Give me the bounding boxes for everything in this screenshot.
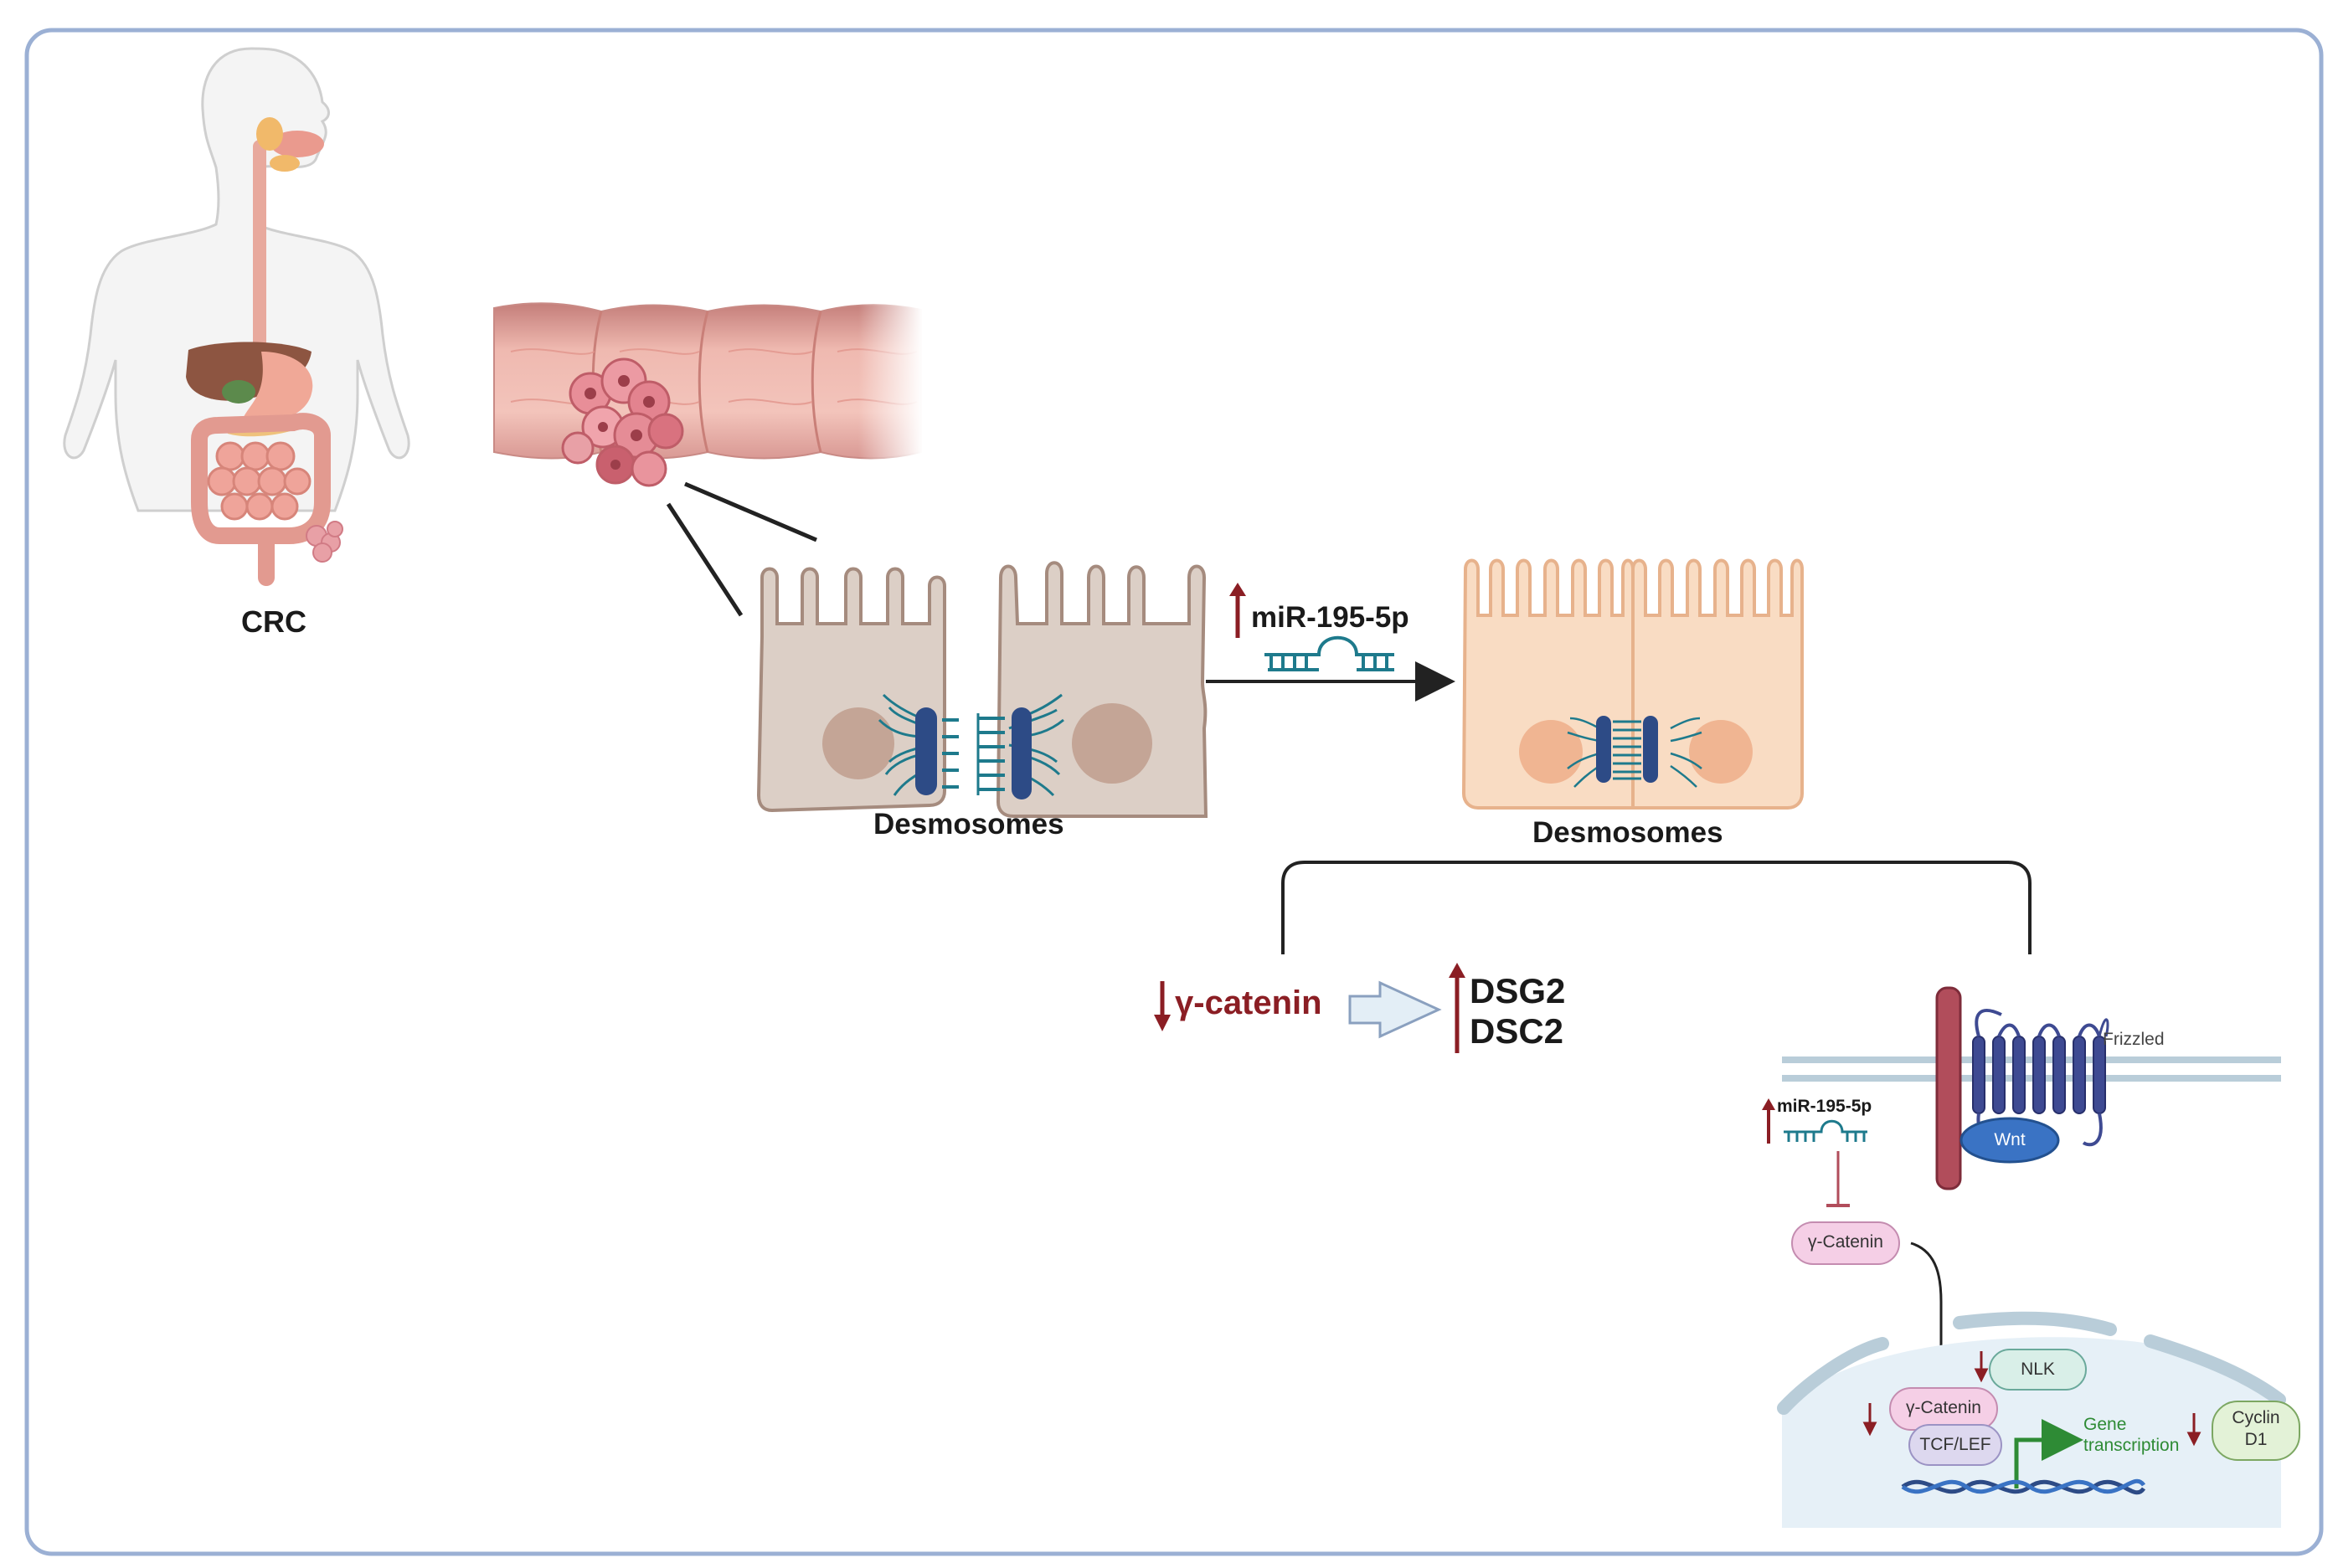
gamma-catenin-pill-shape bbox=[1791, 1221, 1900, 1265]
cyclin-label-line1: Cyclin bbox=[2232, 1408, 2280, 1427]
ldl-receptor-bar bbox=[1935, 986, 1962, 1190]
gene-transcription-arrow bbox=[2014, 1419, 2083, 1488]
nuclear-envelope-1 bbox=[1777, 1337, 1889, 1415]
desmosome-plaque-right bbox=[1012, 707, 1032, 799]
desmosomes-label-left: Desmosomes bbox=[873, 808, 1064, 841]
wnt-oval bbox=[1959, 1117, 2060, 1164]
desmosome-plaque-left bbox=[915, 707, 937, 795]
gamma-catenin-nucleus-label: γ-Catenin bbox=[1906, 1398, 1981, 1417]
gamma-catenin-label: γ-catenin bbox=[1175, 984, 1322, 1021]
gene-label-line2: transcription bbox=[2083, 1436, 2180, 1455]
gene-label-line1: Gene bbox=[2083, 1415, 2127, 1434]
tumor-cluster-illustration bbox=[561, 357, 684, 487]
crc-cells-illustration bbox=[756, 561, 1208, 818]
nlk-label: NLK bbox=[2021, 1360, 2055, 1379]
wnt-pathway-illustration bbox=[1762, 986, 2300, 1528]
cadherin-bridges-left bbox=[942, 717, 1005, 791]
nlk-shape bbox=[1989, 1349, 2087, 1391]
human-body-illustration bbox=[63, 47, 410, 586]
nuclear-envelope-2 bbox=[1953, 1311, 2117, 1336]
membrane-lower bbox=[1782, 1075, 2281, 1082]
wnt-label: Wnt bbox=[1994, 1130, 2026, 1149]
mirna-icon-main bbox=[1264, 635, 1394, 671]
membrane-upper bbox=[1782, 1056, 2281, 1063]
bracket-connector bbox=[1281, 861, 2032, 954]
crc-label: CRC bbox=[241, 604, 306, 639]
colon-segment-illustration bbox=[493, 297, 923, 487]
hollow-arrow bbox=[1348, 980, 1442, 1039]
cyclin-label-line2: D1 bbox=[2244, 1430, 2268, 1449]
dsg2-label: DSG2 bbox=[1470, 971, 1566, 1010]
translocation-arrow bbox=[1910, 1242, 1956, 1378]
tcf-lef-label: TCF/LEF bbox=[1919, 1435, 1991, 1454]
dsc2-label: DSC2 bbox=[1470, 1011, 1564, 1051]
frizzled-label: Frizzled bbox=[2103, 1030, 2165, 1049]
figure-frame bbox=[24, 28, 2324, 1556]
desmosomes-label-right: Desmosomes bbox=[1532, 816, 1723, 849]
frizzled-receptor bbox=[1972, 1036, 2106, 1114]
mir-label-small: miR-195-5p bbox=[1777, 1097, 1872, 1116]
dna-helix bbox=[1901, 1478, 2146, 1495]
normal-cells-illustration bbox=[1461, 558, 1804, 810]
cyclin-shape bbox=[2212, 1401, 2300, 1461]
mirna-icon-small bbox=[1784, 1119, 1867, 1142]
mir-label-main: miR-195-5p bbox=[1251, 601, 1409, 634]
nucleus-area bbox=[1782, 1337, 2281, 1528]
zoom-line-upper bbox=[684, 481, 817, 542]
nuclear-envelope-3 bbox=[2144, 1334, 2286, 1406]
gamma-catenin-pill-label: γ-Catenin bbox=[1808, 1232, 1883, 1252]
zoom-line-lower bbox=[666, 502, 744, 617]
tcf-lef-shape bbox=[1908, 1424, 2002, 1466]
desmosome-plaque-right-2 bbox=[1643, 716, 1658, 783]
desmosome-plaque-right-1 bbox=[1596, 716, 1611, 783]
